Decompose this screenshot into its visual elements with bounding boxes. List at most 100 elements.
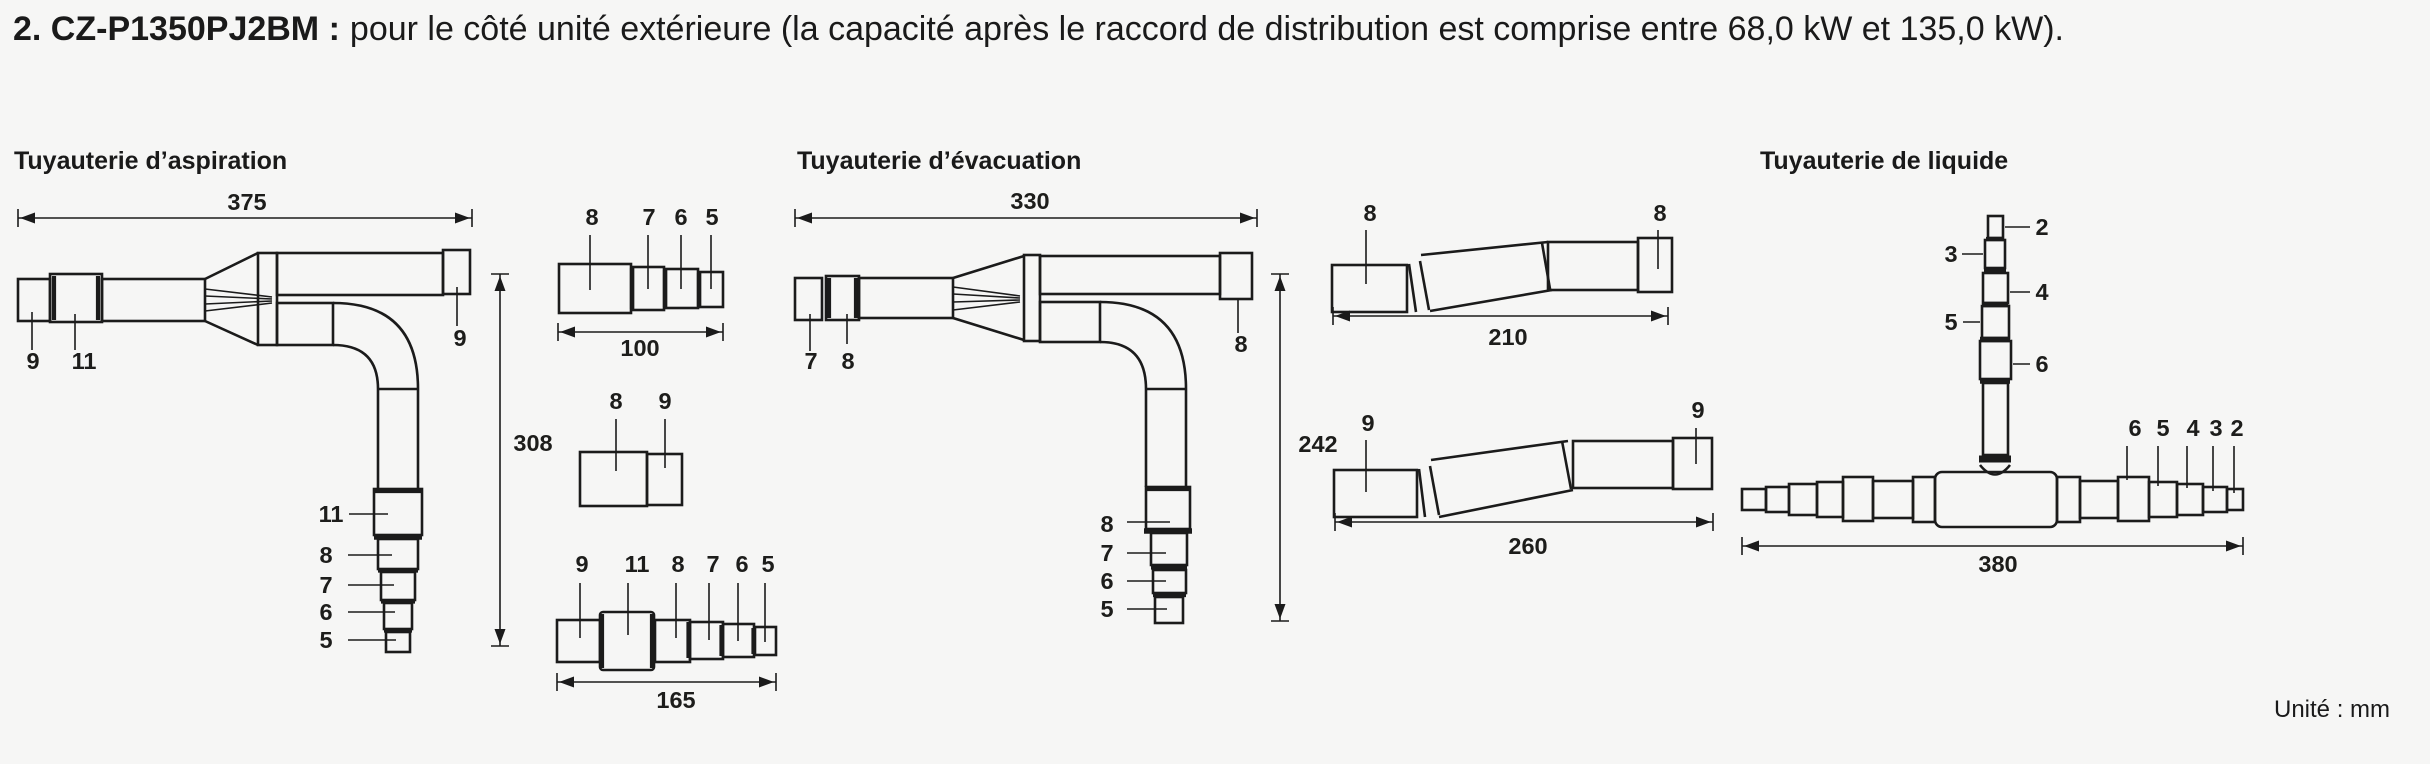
pipe-segment [857,276,955,320]
callout-label: 7 [706,551,719,577]
reducer-step [2116,475,2151,523]
dim-308: 308 [513,430,552,456]
reducer-step [653,618,692,664]
pipe-end [1636,236,1674,294]
evacuation-offset-260-drawing: 9 9 260 [1332,397,1714,559]
callout-label: 5 [761,551,774,577]
section-title-liquide: Tuyauterie de liquide [1760,147,2009,175]
callout-label: 5 [705,204,718,230]
pipe-segment [275,301,335,347]
callout-label: 9 [1361,410,1374,436]
callout-label: 8 [1363,200,1376,226]
callout-label: 6 [2128,415,2141,441]
callout-label: 8 [319,542,332,568]
callout-label: 8 [1653,200,1666,226]
reducer-step [664,267,700,310]
reducer-short-dimension: 100 [557,323,724,361]
evacuation-length-dimension: 330 [794,188,1258,227]
elbow-outer [332,301,420,390]
dim-165: 165 [656,687,695,713]
pipe-segment [1981,381,2010,457]
reducer-step [555,618,602,664]
callout-label: 9 [453,325,466,351]
aspiration-reducer-long-drawing: 9 11 8 7 6 5 165 [555,551,778,713]
branch-collar [2055,475,2082,524]
section-title-aspiration: Tuyauterie d’aspiration [14,147,288,175]
branch-collar [256,251,279,347]
dim-260: 260 [1508,533,1547,559]
pipe-segment [1332,468,1419,519]
callout-label: 11 [625,551,650,577]
callout-label: 8 [609,388,622,414]
reducer-step [1153,595,1185,625]
aspiration-reducer-short-drawing: 8 7 6 5 100 [557,204,725,361]
pipe-segment [1038,254,1222,296]
callout-label: 8 [585,204,598,230]
callout-label: 6 [1100,568,1113,594]
callout-label: 5 [319,627,332,653]
callout-label: 9 [1691,397,1704,423]
callout-label: 11 [72,348,97,374]
pipe-segment [1038,300,1102,344]
elbow-inner [1099,340,1148,390]
aspiration-length-dimension: 375 [17,189,473,227]
callout-label: 3 [2209,415,2222,441]
coupling [48,272,104,324]
callout-label: 6 [2035,351,2048,377]
pipe-segment [1815,480,1845,519]
reducer-step [384,630,412,654]
evacuation-assembly-drawing: 330 7 8 8 8 [793,188,1338,625]
reducer-step [1149,531,1189,567]
reducer-step [557,262,633,315]
callout-label: 3 [1944,241,1957,267]
branch-collar [1911,475,1937,524]
dim-100: 100 [620,335,659,361]
callout-label: 7 [804,348,817,374]
model-number: 2. CZ-P1350PJ2BM : [13,10,340,48]
evacuation-height-dimension: 242 [1271,273,1338,622]
reducer-step [379,570,417,602]
dim-380: 380 [1978,551,2017,577]
pipe-segment [1871,479,1915,520]
unit-note: Unité : mm [2274,696,2391,723]
callout-label: 7 [319,572,332,598]
pipe-end [1671,436,1714,491]
pipe-segment [1764,485,1791,514]
tee-body [1933,470,2059,529]
aspiration-assembly-drawing: 375 9 [16,189,553,654]
pipe-segment [2201,485,2229,514]
callout-label: 4 [2035,279,2048,305]
elbow-inner [332,343,380,390]
callout-label: 11 [319,501,344,527]
model-description: pour le côté unité extérieure (la capaci… [349,10,2064,48]
reducer-step [1787,482,1819,517]
pipe-segment [2078,479,2120,520]
callout-label: 7 [1100,540,1113,566]
offset-210-dimension: 210 [1332,307,1669,350]
liquide-length-dimension: 380 [1741,537,2244,577]
reducer-step [1740,487,1768,512]
dim-210: 210 [1488,324,1527,350]
callout-label: 6 [674,204,687,230]
callout-label: 9 [575,551,588,577]
aspiration-socket-drawing: 8 9 [578,388,684,508]
callout-label: 9 [26,348,39,374]
pipe-segment [1546,240,1640,292]
reducer-step [1980,304,2011,340]
liquide-tee-drawing: 2 3 4 5 6 6 5 4 3 2 [1740,214,2245,577]
aspiration-height-dimension: 308 [491,273,553,647]
reducer-step [376,537,420,571]
callout-label: 7 [642,204,655,230]
dim-375: 375 [227,189,266,215]
callout-label: 5 [2156,415,2169,441]
pipe-segment [793,276,824,322]
pipe-segment [100,277,207,323]
reducer-step [2225,487,2245,512]
callout-label: 6 [319,599,332,625]
callout-label: 8 [841,348,854,374]
reducer-step [1978,339,2013,381]
reducer-step [1841,475,1875,523]
callout-label: 2 [2035,214,2048,240]
pipe-segment [16,277,52,323]
